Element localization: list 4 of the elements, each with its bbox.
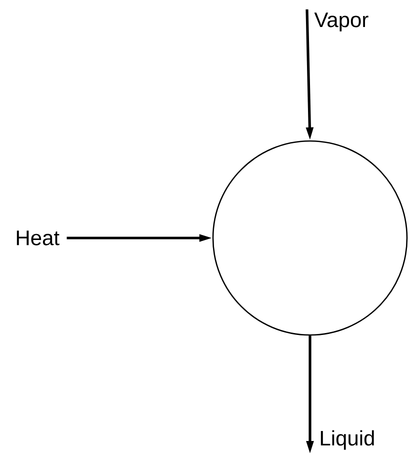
flow-label: Vapor: [314, 12, 368, 32]
flow-label: Heat: [16, 230, 60, 246]
flow-label: Liquid: [320, 430, 374, 450]
vessel-circle: [212, 140, 408, 336]
